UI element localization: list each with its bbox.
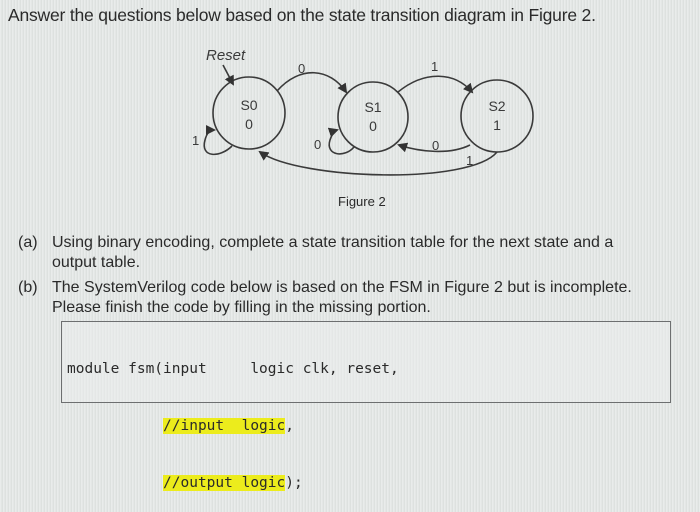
s2-to-s1-arrow <box>397 142 471 153</box>
figure-caption: Figure 2 <box>338 194 386 209</box>
state-s0-output: 0 <box>245 116 253 132</box>
question-b: (b) The SystemVerilog code below is based… <box>18 278 688 318</box>
reset-label: Reset <box>206 47 246 64</box>
question-b-text-line1: The SystemVerilog code below is based on… <box>52 279 632 296</box>
code-indent <box>67 475 163 491</box>
question-a-text-line2: output table. <box>52 254 141 271</box>
state-s1-circle <box>337 81 409 153</box>
s2-to-s0-arrow <box>258 150 498 176</box>
state-s1-output: 0 <box>369 118 377 134</box>
question-a-label: (a) <box>18 234 38 251</box>
state-s1-name: S1 <box>364 99 381 115</box>
s1-to-s2-label: 1 <box>431 59 438 74</box>
s0-self-loop-label: 1 <box>192 133 199 148</box>
code-line-1: module fsm(input logic clk, reset, <box>67 361 399 377</box>
state-transition-diagram: Reset S0 0 S1 0 S2 1 1 0 0 1 0 1 <box>192 47 534 176</box>
state-s2-name: S2 <box>488 98 505 114</box>
s1-self-loop-label: 0 <box>314 137 321 152</box>
state-s0-name: S0 <box>240 97 257 113</box>
state-s2-output: 1 <box>493 117 501 133</box>
s0-to-s1-label: 0 <box>298 61 305 76</box>
reset-arrow <box>222 64 234 86</box>
code-box: module fsm(input logic clk, reset, //inp… <box>61 321 671 491</box>
code-tail: , <box>285 418 294 434</box>
code-highlight-output: //output logic <box>163 475 286 491</box>
code-indent <box>67 418 163 434</box>
question-b-text-line2: Please finish the code by filling in the… <box>52 299 431 316</box>
question-a-text-line1: Using binary encoding, complete a state … <box>52 234 614 251</box>
code-line-3: //output logic); <box>67 474 670 493</box>
question-b-label: (b) <box>18 279 38 296</box>
s1-self-loop <box>327 127 355 155</box>
code-tail: ); <box>285 475 303 491</box>
code-highlight-input: //input logic <box>163 418 286 434</box>
s2-to-s1-label: 0 <box>432 138 439 153</box>
s2-to-s0-label: 1 <box>466 153 473 168</box>
code-line-2: //input logic, <box>67 417 670 436</box>
s1-to-s2-arrow <box>397 75 474 94</box>
instructions-title: Answer the questions below based on the … <box>8 5 596 25</box>
s0-self-loop <box>203 125 233 156</box>
state-s0-circle <box>212 76 286 150</box>
s0-to-s1-arrow <box>276 71 348 94</box>
question-a: (a) Using binary encoding, complete a sta… <box>18 233 688 273</box>
